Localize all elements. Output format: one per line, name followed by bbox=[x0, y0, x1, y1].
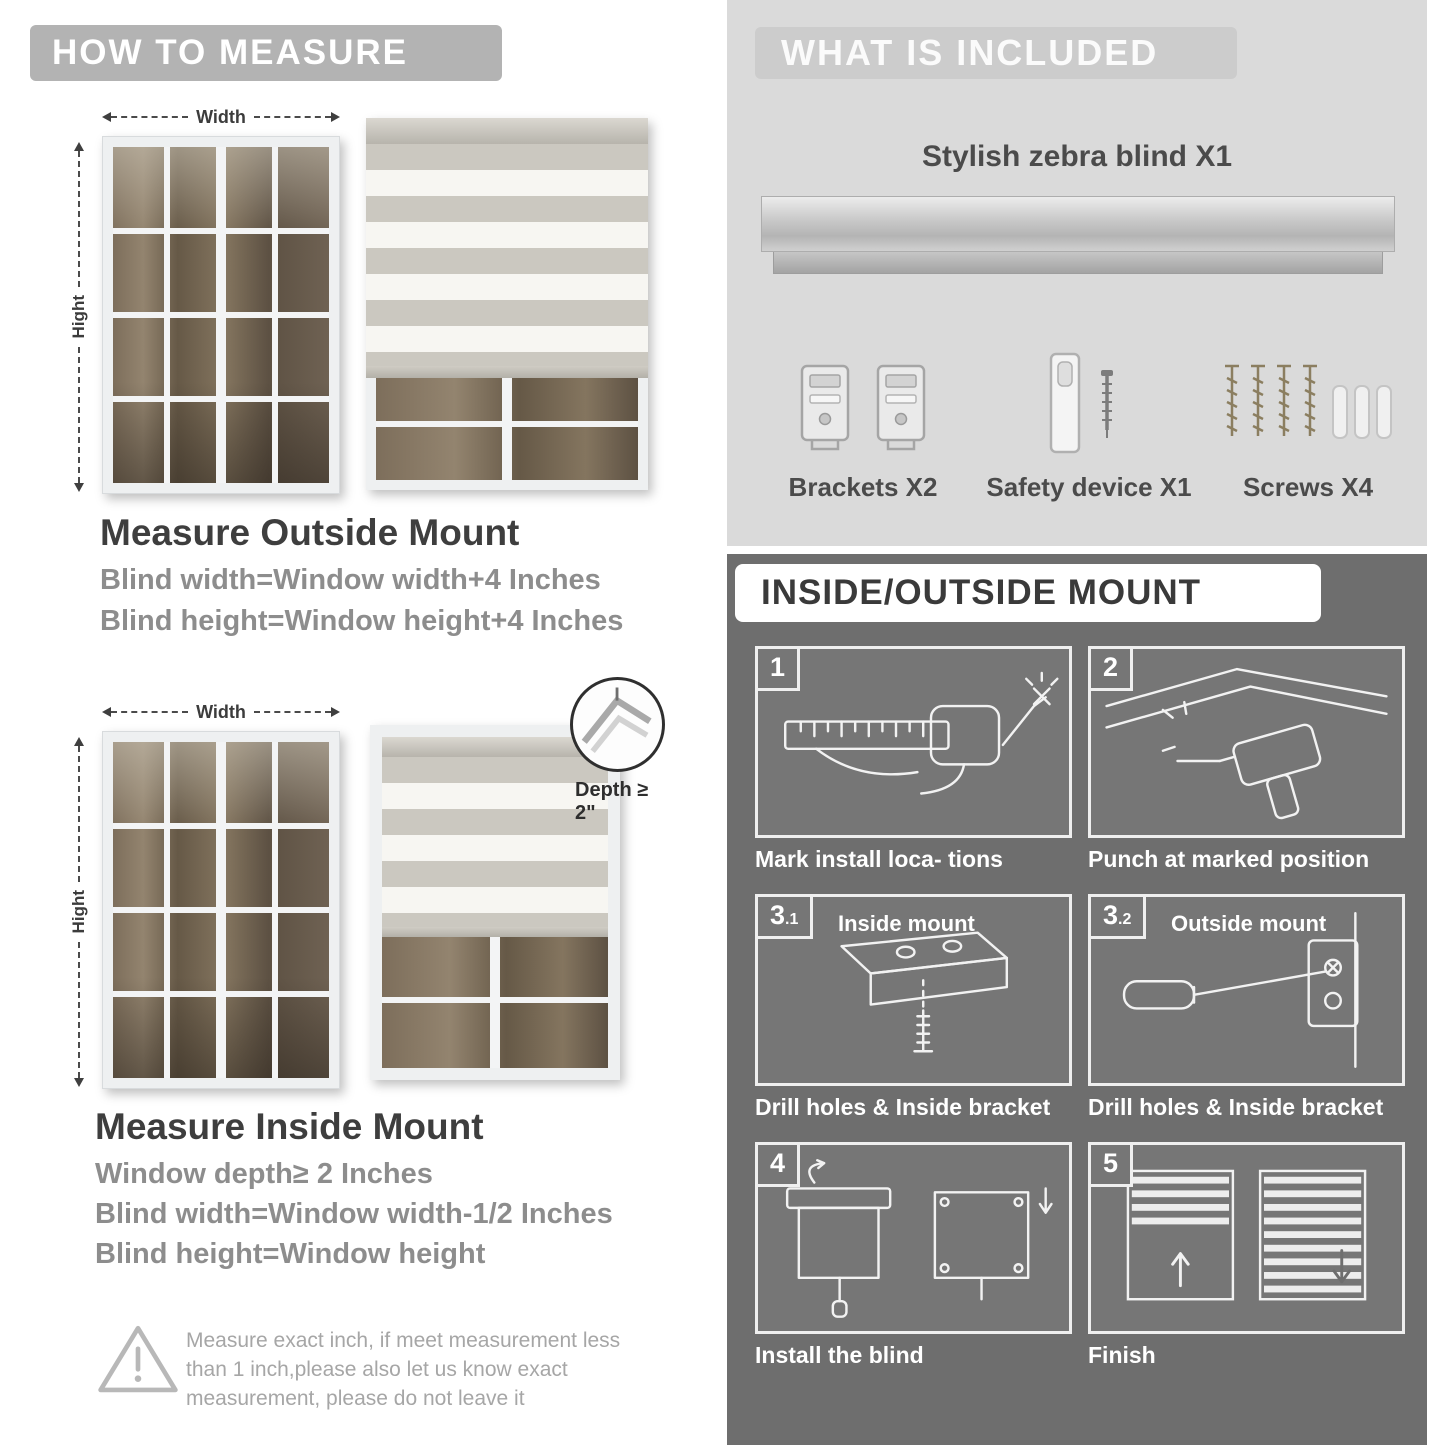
arrow-up-icon bbox=[74, 737, 84, 746]
outside-mount-figure: Width Hight bbox=[69, 100, 655, 500]
headrail-top-bar bbox=[761, 196, 1395, 252]
step-1-panel: 1 bbox=[755, 646, 1072, 838]
step-3-1: 3.1 Inside mount Drill holes & Inside br… bbox=[755, 894, 1072, 1124]
inside-depth-rule: Window depth≥ 2 Inches bbox=[95, 1158, 433, 1190]
depth-detail-circle bbox=[570, 677, 665, 772]
blind-cassette bbox=[382, 737, 608, 757]
inside-outside-mount-header: INSIDE/OUTSIDE MOUNT bbox=[735, 564, 1321, 622]
blind-bottom-rail bbox=[382, 927, 608, 937]
width-label: Width bbox=[196, 106, 246, 127]
inside-height-formula: Blind height=Window height bbox=[95, 1238, 486, 1270]
arrow-down-icon bbox=[74, 1078, 84, 1087]
step-number-badge: 3.2 bbox=[1088, 894, 1147, 939]
install-blind-illustration bbox=[785, 1159, 1053, 1318]
mount-steps-grid: 1 Mark install loca- tions 2 bbox=[755, 646, 1405, 1390]
step-5: 5 bbox=[1088, 1142, 1405, 1372]
arrow-left-icon bbox=[102, 112, 111, 122]
step-number-badge: 2 bbox=[1088, 646, 1134, 691]
brackets-item: Brackets X2 bbox=[763, 338, 963, 503]
zebra-blind-inside-mount bbox=[370, 725, 620, 1080]
step-5-caption: Finish bbox=[1088, 1342, 1156, 1368]
inside-mount-title: Measure Inside Mount bbox=[95, 1106, 484, 1147]
window-photo bbox=[102, 136, 340, 494]
wall-anchors-icon bbox=[1332, 385, 1392, 439]
screws-item: Screws X4 bbox=[1215, 338, 1401, 503]
height-label: Hight bbox=[69, 890, 88, 934]
outside-mount-label: Outside mount bbox=[1171, 911, 1327, 936]
zebra-stripes bbox=[366, 144, 648, 366]
step-1-caption: Mark install loca- tions bbox=[755, 846, 1003, 872]
outside-mount-title: Measure Outside Mount bbox=[100, 512, 520, 553]
headrail-fabric-roll bbox=[773, 252, 1383, 274]
step-1: 1 Mark install loca- tions bbox=[755, 646, 1072, 876]
height-arrow: Hight bbox=[69, 737, 88, 1087]
arrow-right-icon bbox=[331, 707, 341, 717]
measuring-tape-illustration bbox=[783, 671, 1059, 795]
inside-width-formula: Blind width=Window width-1/2 Inches bbox=[95, 1198, 613, 1230]
step-2-panel: 2 bbox=[1088, 646, 1405, 838]
outside-bracket-illustration bbox=[1122, 912, 1359, 1068]
corner-depth-illustration bbox=[581, 687, 652, 753]
safety-device-label: Safety device X1 bbox=[986, 472, 1192, 502]
blind-cassette bbox=[366, 118, 648, 144]
blind-bottom-rail bbox=[366, 366, 648, 378]
arrow-down-icon bbox=[74, 483, 84, 492]
step-3-2-caption: Drill holes & Inside bracket bbox=[1088, 1094, 1384, 1120]
screws-icon bbox=[1225, 364, 1392, 439]
step-3-1-panel: 3.1 Inside mount bbox=[755, 894, 1072, 1086]
how-to-measure-header: HOW TO MEASURE bbox=[30, 25, 502, 81]
measure-warning-text: Measure exact inch, if meet measurement … bbox=[186, 1329, 621, 1410]
outside-width-formula: Blind width=Window width+4 Inches bbox=[100, 564, 601, 596]
inside-mount-label: Inside mount bbox=[838, 911, 975, 936]
step-number-badge: 4 bbox=[755, 1142, 801, 1187]
arrow-left-icon bbox=[102, 707, 111, 717]
step-number-badge: 1 bbox=[755, 646, 801, 691]
finished-blinds-illustration bbox=[1126, 1169, 1367, 1301]
window-below-blind bbox=[366, 378, 648, 490]
zebra-blind-outside-mount bbox=[366, 118, 648, 490]
arrow-right-icon bbox=[331, 112, 341, 122]
depth-label: Depth ≥ 2" bbox=[575, 779, 649, 824]
step-4: 4 Install the blind bbox=[755, 1142, 1072, 1372]
step-5-panel: 5 bbox=[1088, 1142, 1405, 1334]
step-4-caption: Install the blind bbox=[755, 1342, 924, 1368]
inside-bracket-illustration bbox=[840, 931, 1009, 1053]
outside-height-formula: Blind height=Window height+4 Inches bbox=[100, 605, 624, 637]
step-2: 2 Punch at marked position bbox=[1088, 646, 1405, 876]
step-3-1-caption: Drill holes & Inside bracket bbox=[755, 1094, 1051, 1120]
step-number-badge: 3.1 bbox=[755, 894, 814, 939]
window-below-blind bbox=[382, 937, 608, 1068]
step-2-caption: Punch at marked position bbox=[1088, 846, 1370, 872]
step-3-2-panel: 3.2 Outside mount bbox=[1088, 894, 1405, 1086]
zebra-stripes bbox=[382, 757, 608, 927]
mount-instructions-section: INSIDE/OUTSIDE MOUNT 1 Mark install bbox=[727, 554, 1427, 1445]
bracket-icon bbox=[800, 364, 850, 451]
width-arrow: Width bbox=[102, 106, 341, 127]
what-is-included-header: WHAT IS INCLUDED bbox=[755, 27, 1237, 79]
brackets-label: Brackets X2 bbox=[788, 472, 938, 502]
step-3-2: 3.2 Outside mount Drill holes & Inside b… bbox=[1088, 894, 1405, 1124]
step-number-badge: 5 bbox=[1088, 1142, 1134, 1187]
zebra-blind-label: Stylish zebra blind X1 bbox=[921, 140, 1233, 173]
window-photo bbox=[102, 731, 340, 1089]
drill-illustration bbox=[1105, 667, 1388, 820]
window-glass bbox=[113, 742, 329, 1078]
width-arrow: Width bbox=[102, 701, 341, 722]
step-4-panel: 4 bbox=[755, 1142, 1072, 1334]
window-glass bbox=[113, 147, 329, 483]
warning-triangle-icon bbox=[98, 1325, 178, 1393]
safety-device-icon bbox=[1049, 352, 1113, 454]
what-is-included-section: WHAT IS INCLUDED Stylish zebra blind X1 … bbox=[727, 0, 1427, 546]
inside-mount-figure: Width Hight Dep bbox=[69, 677, 670, 1100]
width-label: Width bbox=[196, 701, 246, 722]
safety-device-item: Safety device X1 bbox=[971, 338, 1207, 503]
bracket-icon bbox=[876, 364, 926, 451]
screws-label: Screws X4 bbox=[1242, 472, 1374, 502]
height-arrow: Hight bbox=[69, 142, 88, 492]
arrow-up-icon bbox=[74, 142, 84, 151]
height-label: Hight bbox=[69, 295, 88, 339]
headrail-graphic bbox=[761, 196, 1395, 274]
